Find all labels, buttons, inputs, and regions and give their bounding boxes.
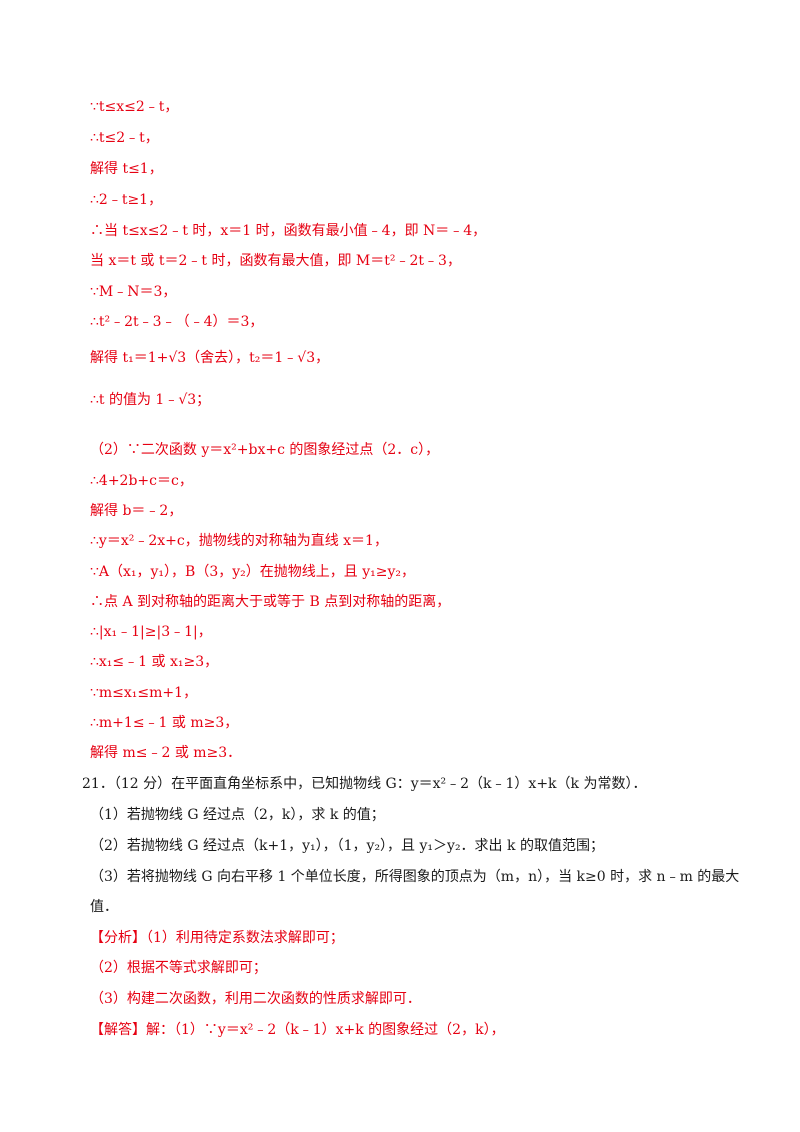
analysis-item: （2）根据不等式求解即可； xyxy=(90,960,267,976)
solution-line: 解得 t₁＝1+√3（舍去），t₂＝1﹣√3， xyxy=(90,350,330,366)
solution-line: 解得 b＝﹣2， xyxy=(90,503,183,519)
solution-line: 当 x＝t 或 t＝2﹣t 时，函数有最大值，即 M＝t²﹣2t﹣3， xyxy=(90,253,461,269)
solution-line: ∵t≤x≤2﹣t， xyxy=(90,99,179,115)
analysis-line: 【分析】（1）利用待定系数法求解即可； xyxy=(90,929,344,947)
solution-line: ∴当 t≤x≤2﹣t 时，x＝1 时，函数有最小值﹣4，即 N＝﹣4， xyxy=(90,223,487,239)
question-part-2: （2）若抛物线 G 经过点（k+1，y₁），（1，y₂），且 y₁＞y₂．求出 … xyxy=(90,838,604,854)
solution-line: ∴t²﹣2t﹣3﹣（﹣4）＝3， xyxy=(90,314,264,330)
question-part-3-cont: 值． xyxy=(90,899,118,915)
answer-tag: 【解答】 xyxy=(90,1022,146,1038)
solution-line: 解得 m≤﹣2 或 m≥3． xyxy=(90,745,242,761)
solution-line: ∴2﹣t≥1， xyxy=(90,192,163,208)
question-part-1: （1）若抛物线 G 经过点（2，k），求 k 的值； xyxy=(90,807,385,823)
solution-line: ∴y＝x²﹣2x+c，抛物线的对称轴为直线 x＝1， xyxy=(90,533,388,549)
solution-line: ∵m≤x₁≤m+1， xyxy=(90,685,198,701)
question-stem: 21．（12 分）在平面直角坐标系中，已知抛物线 G：y＝x²﹣2（k﹣1）x+… xyxy=(82,776,647,792)
question-part-3: （3）若将抛物线 G 向右平移 1 个单位长度，所得图象的顶点为（m，n），当 … xyxy=(90,869,740,885)
analysis-item: （3）构建二次函数，利用二次函数的性质求解即可． xyxy=(90,991,421,1007)
solution-line: ∴m+1≤﹣1 或 m≥3， xyxy=(90,715,239,731)
analysis-tag: 【分析】 xyxy=(90,930,146,946)
solution-line: ∴x₁≤﹣1 或 x₁≥3， xyxy=(90,654,219,670)
analysis-item: （1）利用待定系数法求解即可； xyxy=(146,930,344,946)
answer-lead: 解：（1）∵y＝x²﹣2（k﹣1）x+k 的图象经过（2，k）， xyxy=(146,1022,505,1038)
solution-line: ∴4+2b+c＝c， xyxy=(90,473,193,489)
solution-line: ∴t 的值为 1﹣√3； xyxy=(90,392,211,408)
solution-line: ∴点 A 到对称轴的距离大于或等于 B 点到对称轴的距离， xyxy=(90,594,451,610)
solution-line: ∵A（x₁，y₁），B（3，y₂）在抛物线上，且 y₁≥y₂， xyxy=(90,564,415,580)
answer-line: 【解答】解：（1）∵y＝x²﹣2（k﹣1）x+k 的图象经过（2，k）， xyxy=(90,1021,505,1039)
solution-line: ∵M﹣N＝3， xyxy=(90,284,177,300)
solution-line: 解得 t≤1， xyxy=(90,161,163,177)
solution-line: ∴t≤2﹣t， xyxy=(90,130,159,146)
solution-line: （2）∵二次函数 y＝x²+bx+c 的图象经过点（2．c）， xyxy=(90,442,440,458)
solution-line: ∴|x₁﹣1|≥|3﹣1|， xyxy=(90,624,212,640)
